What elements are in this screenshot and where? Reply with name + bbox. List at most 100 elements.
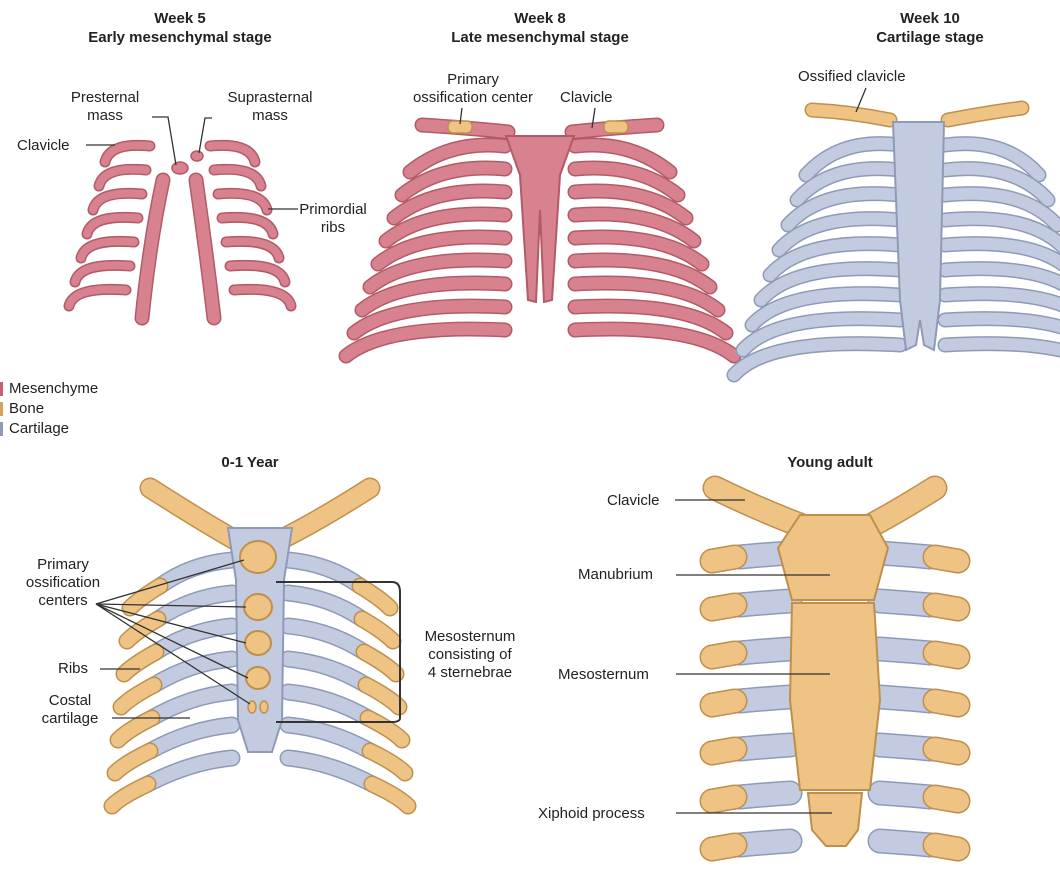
suprasternal-line2: mass: [210, 107, 330, 125]
y1-left-costal-4: [154, 659, 232, 685]
primary-centers-line1: Primary: [3, 556, 123, 574]
w8-sternum: [506, 136, 574, 302]
y1-left-costal-6: [150, 725, 232, 751]
presternal-line2: mass: [45, 107, 165, 125]
adult-left-rib-2: [712, 605, 735, 609]
y1-left-clavicle: [150, 488, 235, 540]
week10-title: Week 10 Cartilage stage: [820, 9, 1040, 47]
primary-centers-line2: ossification: [3, 574, 123, 592]
adult-right-rib-3: [935, 653, 958, 657]
w5-right-rib-6: [230, 265, 285, 282]
adult-left-rib-6: [712, 797, 735, 801]
adult-right-costal-4: [880, 697, 930, 701]
bone-swatch: [0, 402, 3, 416]
w5-left-rib-6: [75, 265, 130, 282]
adult-right-costal-7: [880, 841, 930, 845]
year1-figure: [112, 488, 408, 806]
y1-right-costal-4: [288, 659, 366, 685]
adult-right-rib-6: [935, 797, 958, 801]
primary-center-line1: Primary: [408, 71, 538, 89]
clavicle-week8-label: Clavicle: [560, 89, 613, 107]
week5-week: Week 5: [60, 9, 300, 28]
adult-right-rib-2: [935, 605, 958, 609]
y1-right-costal-7: [288, 758, 372, 784]
adult-figure: [712, 488, 958, 849]
w8-left-rib-9: [346, 329, 505, 356]
legend-label-cartilage: Cartilage: [9, 419, 69, 439]
suprasternal-mass-label: Suprasternal mass: [210, 89, 330, 125]
w5-right-rib-2: [214, 169, 261, 186]
primordial-line1: Primordial: [298, 201, 368, 219]
w5-suprasternal-mass: [191, 151, 203, 161]
y1-right-costal-2: [288, 593, 362, 619]
clavicle-adult-label: Clavicle: [607, 492, 660, 510]
w8-right-rib-9: [575, 329, 734, 356]
w5-left-rib-5: [81, 241, 134, 258]
adult-xiphoid: [808, 793, 862, 846]
adult-left-rib-1: [712, 557, 735, 561]
mesosternum-bracket-line3: 4 sternebrae: [405, 664, 535, 682]
y1-right-clavicle: [280, 488, 370, 540]
y1-right-costal-5: [288, 692, 368, 718]
adult-right-rib-5: [935, 749, 958, 753]
adult-left-rib-7: [712, 845, 735, 849]
adult-left-rib-5: [712, 749, 735, 753]
week10-stage: Cartilage stage: [820, 28, 1040, 47]
adult-left-costal-2: [740, 601, 790, 605]
adult-left-costal-4: [740, 697, 790, 701]
y1-sternebra-center-3: [246, 667, 270, 689]
week10-figure: [734, 108, 1060, 375]
primary-ossification-center-label: Primary ossification center: [408, 71, 538, 107]
y1-sternebra-center-4b: [260, 701, 268, 713]
adult-mesosternum: [790, 603, 880, 790]
adult-right-rib-1: [935, 557, 958, 561]
y1-manubrium-center: [240, 541, 276, 573]
w5-left-rib-4: [87, 217, 138, 234]
w10-left-rib-9: [734, 344, 900, 375]
w5-right-rib-3: [218, 193, 267, 210]
adult-manubrium: [778, 515, 888, 600]
primordial-ribs-label: Primordial ribs: [298, 201, 368, 237]
w5-left-rib-3: [93, 193, 142, 210]
legend-label-mesenchyme: Mesenchyme: [9, 379, 98, 399]
adult-left-costal-5: [740, 745, 790, 749]
week8-figure: [346, 121, 734, 356]
w5-right-rib-4: [222, 217, 273, 234]
week5-figure: [69, 145, 291, 318]
y1-right-costal-6: [288, 725, 370, 751]
adult-right-rib-4: [935, 701, 958, 705]
w8-right-ossification-center: [604, 121, 628, 133]
adult-left-costal-6: [740, 793, 790, 797]
mesosternum-bracket-label: Mesosternum consisting of 4 sternebrae: [405, 628, 535, 682]
y1-left-costal-7: [148, 758, 232, 784]
mesosternum-adult-label: Mesosternum: [558, 666, 649, 684]
w5-presternal-mass: [172, 162, 188, 174]
legend-label-bone: Bone: [9, 399, 44, 419]
manubrium-label: Manubrium: [578, 566, 653, 584]
w5-right-rib-7: [234, 289, 291, 306]
week8-week: Week 8: [420, 9, 660, 28]
suprasternal-line1: Suprasternal: [210, 89, 330, 107]
w5-right-rib-5: [226, 241, 279, 258]
ossified-clavicle-label: Ossified clavicle: [798, 68, 906, 86]
w5-left-rib-2: [99, 169, 146, 186]
adult-left-rib-4: [712, 701, 735, 705]
year1-title: 0-1 Year: [180, 453, 320, 472]
xiphoid-process-label: Xiphoid process: [538, 805, 645, 823]
week5-stage: Early mesenchymal stage: [60, 28, 300, 47]
y1-sternebra-center-2: [245, 631, 271, 655]
adult-left-rib-3: [712, 653, 735, 657]
primary-center-line2: ossification center: [408, 89, 538, 107]
presternal-mass-label: Presternal mass: [45, 89, 165, 125]
week8-stage: Late mesenchymal stage: [420, 28, 660, 47]
costal-line2: cartilage: [30, 710, 110, 728]
legend-item-cartilage: Cartilage: [0, 419, 98, 439]
w5-left-rib-7: [69, 289, 126, 306]
mesenchyme-swatch: [0, 382, 3, 396]
ribs-label: Ribs: [58, 660, 88, 678]
clavicle-week5-label: Clavicle: [17, 137, 70, 155]
legend-item-bone: Bone: [0, 399, 98, 419]
primary-centers-line3: centers: [3, 592, 123, 610]
legend: Mesenchyme Bone Cartilage: [0, 379, 98, 439]
